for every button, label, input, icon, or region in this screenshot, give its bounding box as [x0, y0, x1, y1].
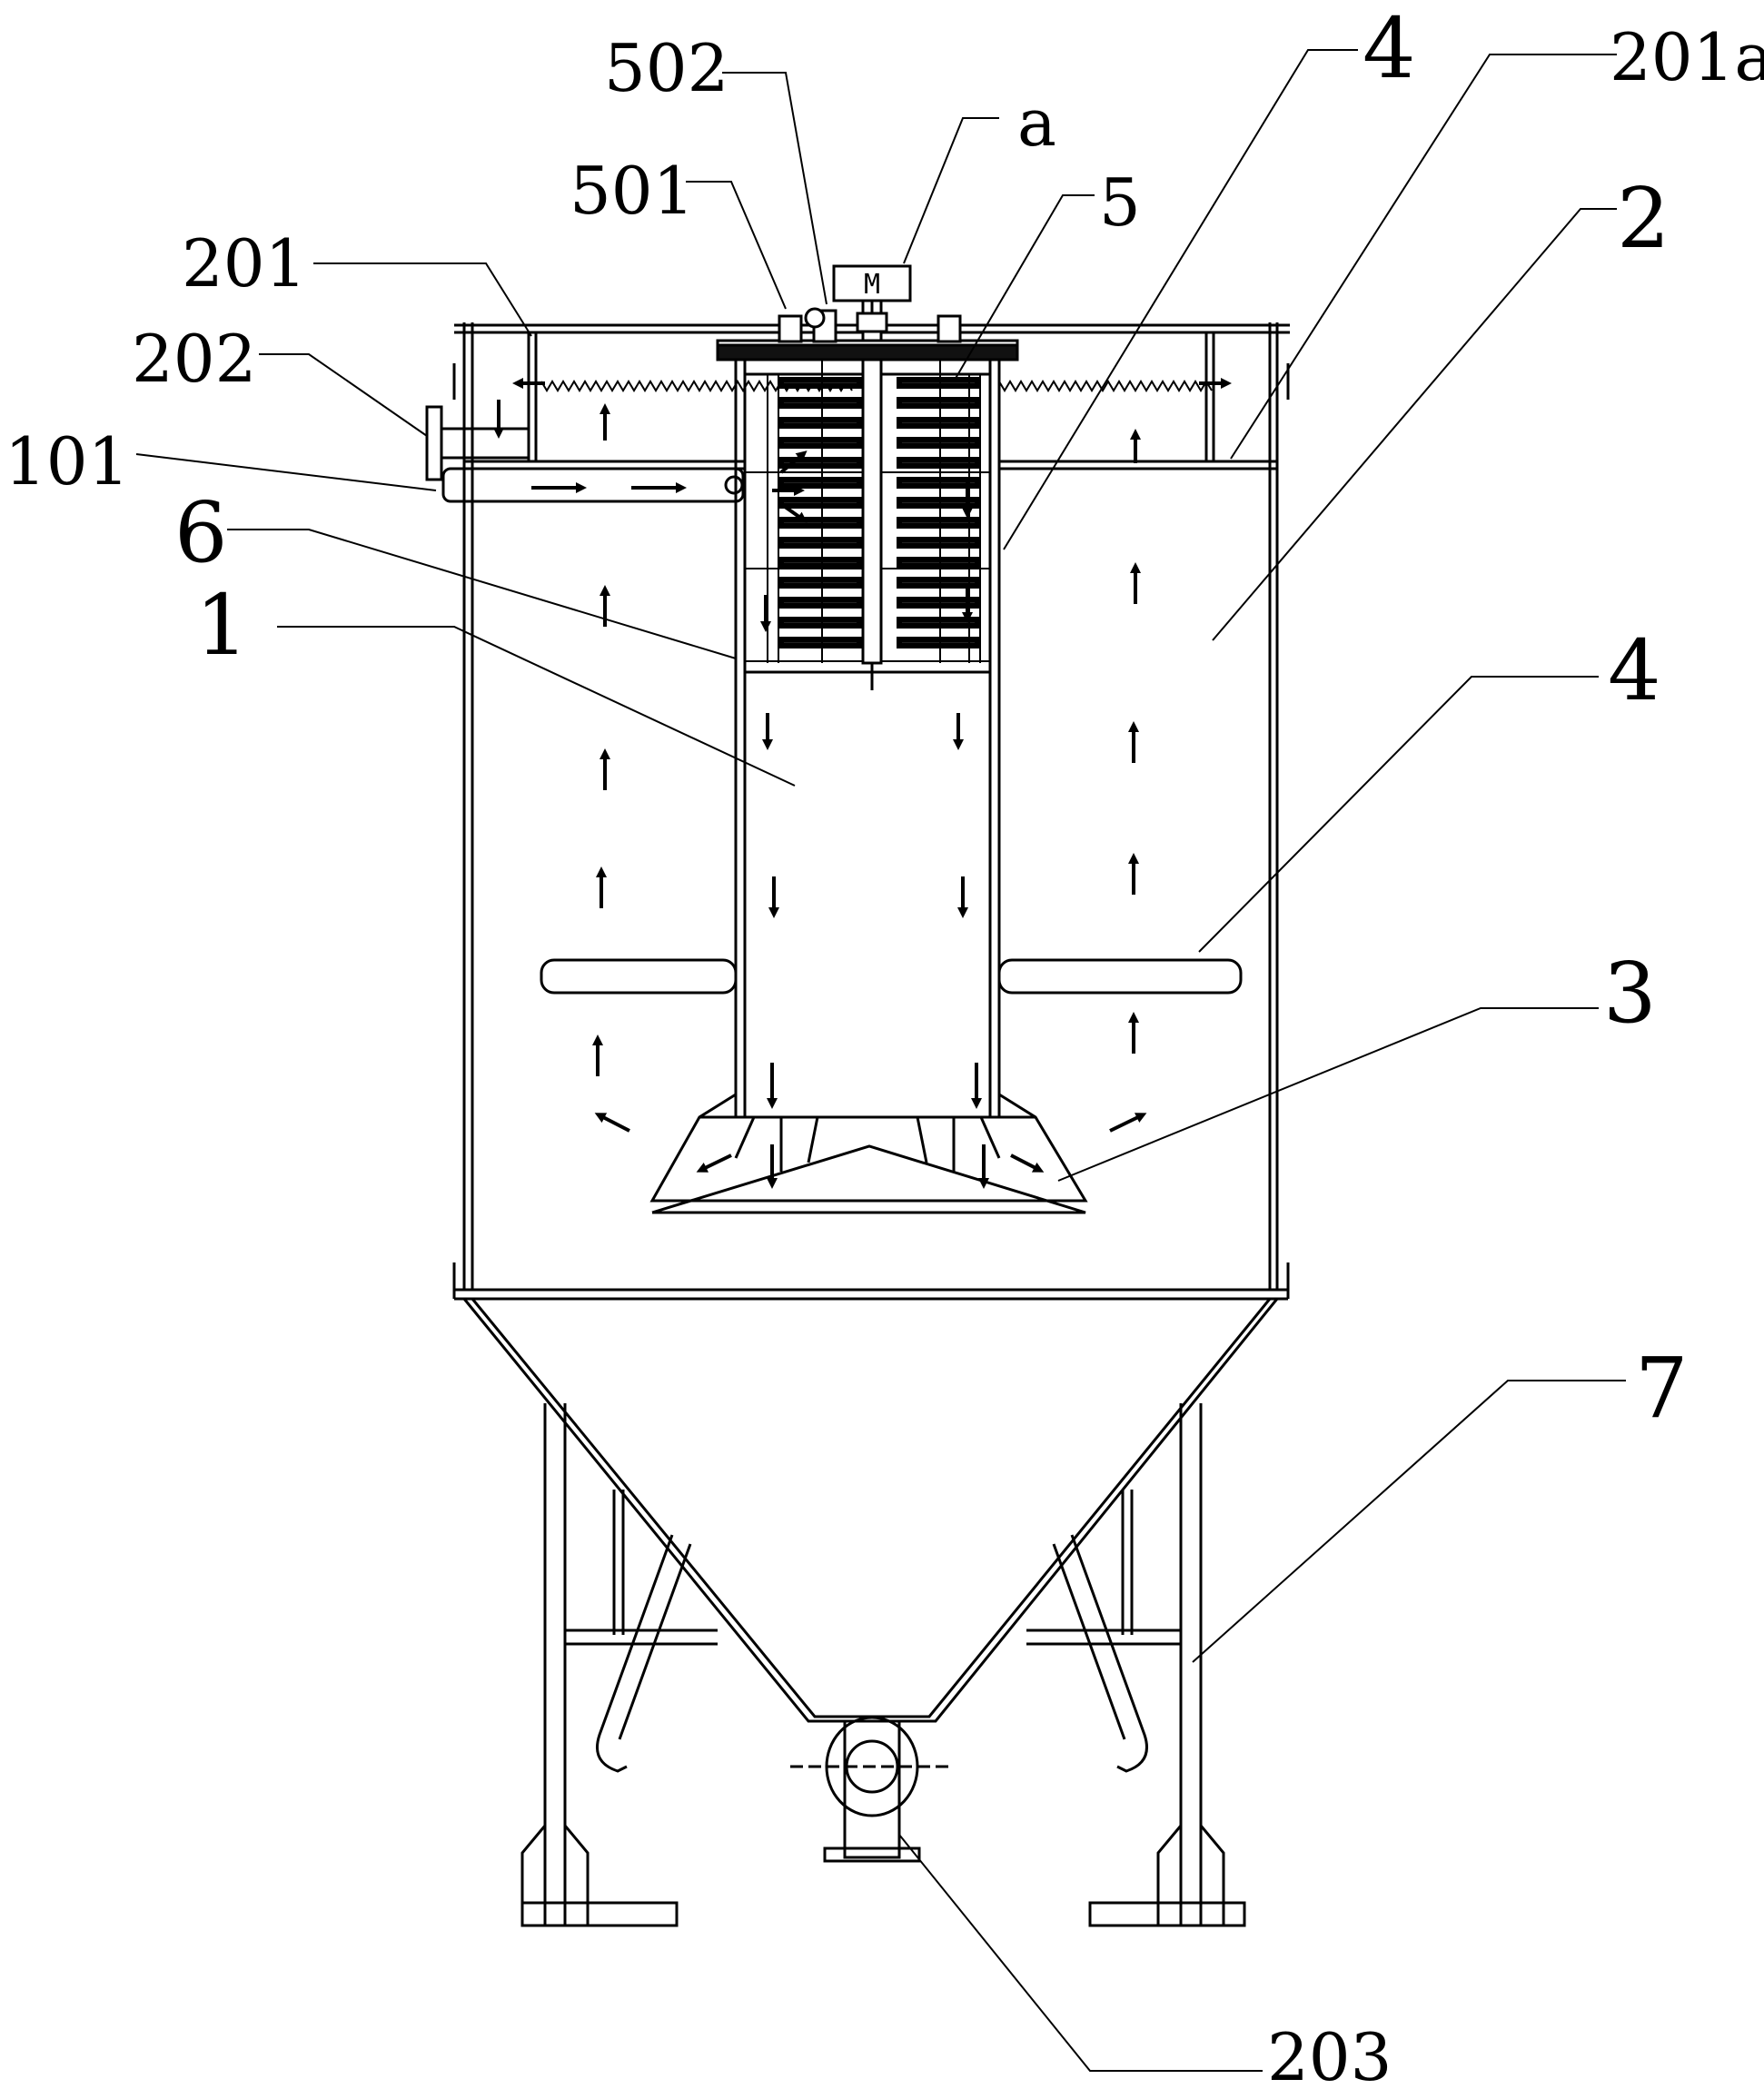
label-7: 7	[1635, 1340, 1689, 1437]
inlet-pipe	[441, 467, 745, 503]
label-1: 1	[195, 577, 249, 674]
part-labels: 502 501 a 5 4 201a 2 201 202 101 6 1 4 3…	[5, 0, 1764, 2089]
motor-box	[832, 264, 912, 302]
bolt-501	[778, 314, 803, 343]
conical-hopper	[462, 1298, 1279, 1863]
label-6: 6	[174, 484, 228, 581]
label-5: 5	[1099, 164, 1141, 241]
label-502: 502	[604, 30, 728, 106]
label-2: 2	[1617, 170, 1670, 267]
label-4-mid: 4	[1608, 622, 1661, 719]
label-101: 101	[5, 423, 129, 500]
outlet-203	[843, 1719, 901, 1859]
electrode-plate-stack	[745, 298, 990, 690]
pipe-right	[997, 958, 1243, 995]
lug-502	[804, 307, 826, 329]
label-501: 501	[570, 153, 694, 229]
label-a: a	[1017, 84, 1056, 161]
outer-tank	[452, 322, 1290, 1301]
label-201a: 201a	[1610, 19, 1764, 95]
saw-weir-right	[998, 380, 1213, 392]
diversion-cone	[649, 1093, 1088, 1214]
pipe-left	[540, 958, 738, 995]
motor-label: M	[864, 269, 880, 301]
outlet-flange	[425, 405, 443, 481]
label-203: 203	[1267, 2019, 1392, 2084]
label-201: 201	[182, 225, 306, 302]
label-202: 202	[132, 321, 256, 397]
top-cover: M	[716, 264, 1019, 361]
label-4-top: 4	[1363, 0, 1416, 97]
leader-lines	[135, 49, 1626, 2072]
flow-arrows	[493, 378, 1232, 1189]
support-legs	[520, 1403, 1246, 1927]
label-3: 3	[1603, 945, 1657, 1042]
horizontal-pipes	[540, 958, 1243, 995]
